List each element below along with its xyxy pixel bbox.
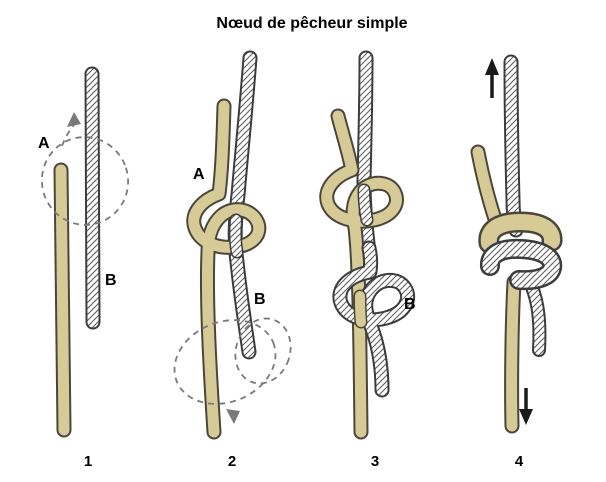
step-number-2: 2 <box>228 453 236 470</box>
rope-a-label-step1: A <box>38 135 50 152</box>
rope-b-through-knot-step2 <box>228 213 244 259</box>
rope-b-label-step2: B <box>254 291 266 308</box>
rope-a-tightened-knot-step4 <box>478 211 563 254</box>
diagram-title: Nœud de pêcheur simple <box>216 15 407 32</box>
rope-b-through-knot-step3 <box>357 183 374 227</box>
step-numbers: 1 2 3 4 <box>84 453 524 470</box>
step-3-illustration: B <box>319 50 416 440</box>
pull-up-arrow <box>485 58 499 98</box>
rope-b-overhand-knot-step3 <box>332 240 416 398</box>
rope-a-overhand-knot-step3 <box>319 108 404 440</box>
rope-b-tightened-knot-step4 <box>480 238 563 291</box>
rope-b-label-step3: B <box>404 296 416 313</box>
rope-b-standing-step4 <box>503 54 524 238</box>
rope-a-step1 <box>53 162 72 438</box>
step-2-illustration: A B <box>173 50 292 440</box>
step-number-1: 1 <box>84 453 92 470</box>
pull-down-arrow <box>519 388 533 425</box>
pull-up-arrowhead <box>485 58 499 75</box>
rope-a-standing-step4 <box>504 274 522 434</box>
rope-a-label-step2: A <box>193 166 205 183</box>
rope-a-through-knot-step3 <box>353 289 368 329</box>
rope-a-overhand-knot-step2 <box>186 98 267 440</box>
step-number-3: 3 <box>371 453 379 470</box>
wrap-arrowhead-step1 <box>67 112 81 127</box>
wrap-direction-guide-step2 <box>173 317 292 424</box>
rope-b-label-step1: B <box>105 272 117 289</box>
step-number-4: 4 <box>515 453 524 470</box>
pull-down-arrowhead <box>519 409 533 425</box>
wrap-arrowhead-step2 <box>226 409 240 424</box>
step-1-illustration: A B <box>38 66 129 438</box>
wrap-direction-guide-step1 <box>41 112 129 226</box>
rope-b-step1 <box>84 66 101 330</box>
step-4-illustration <box>470 54 563 434</box>
